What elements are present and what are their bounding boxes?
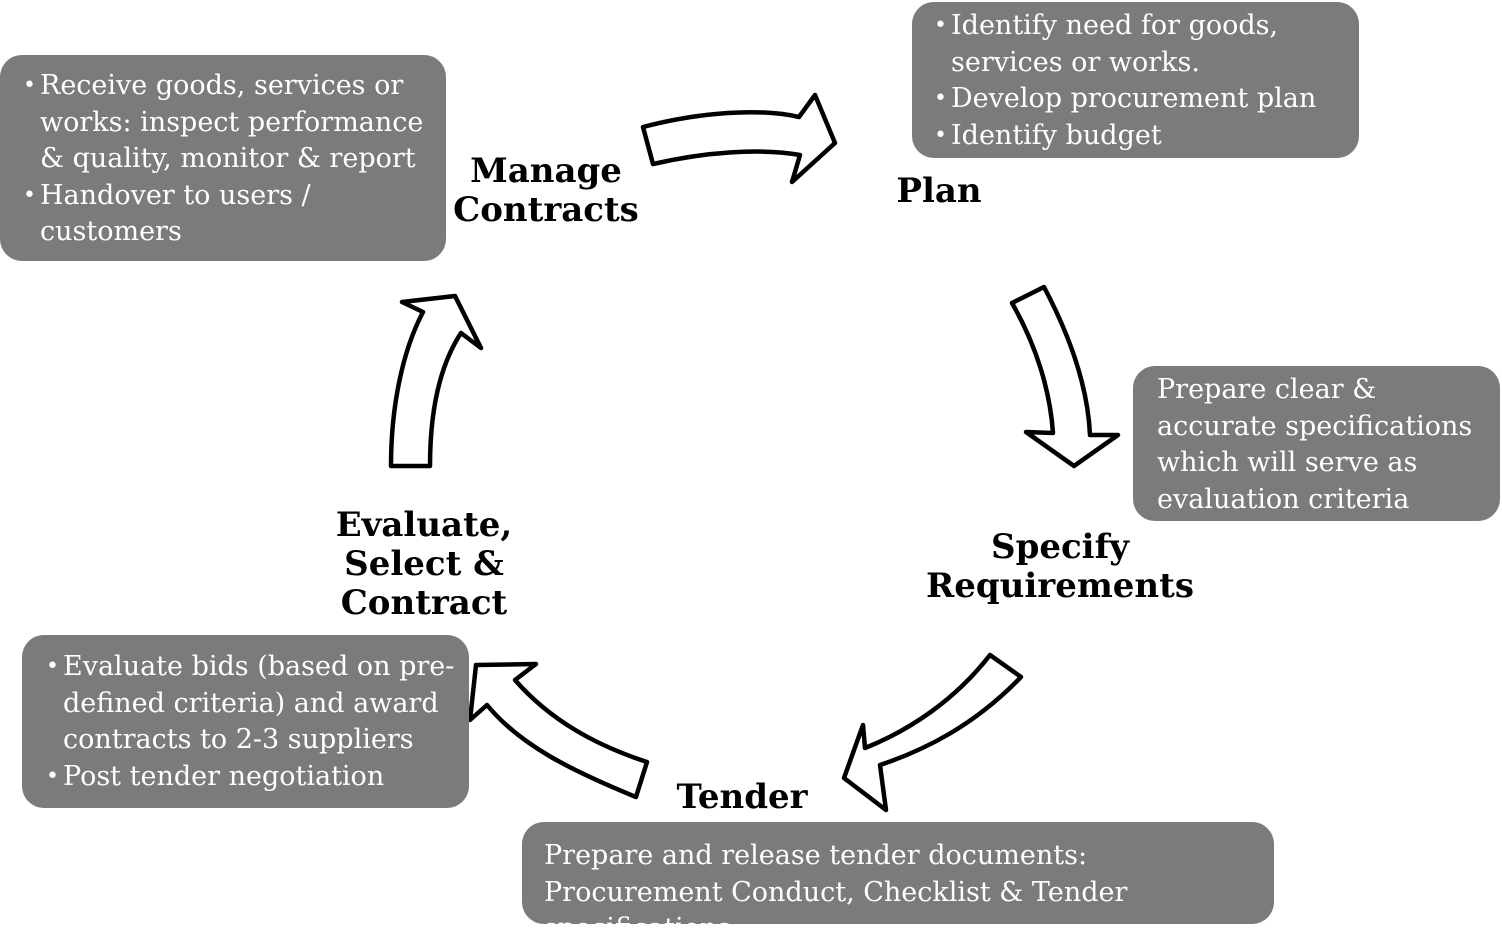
stage-label-line: Select & (344, 544, 504, 584)
stage-label-plan: Plan (884, 172, 994, 211)
stage-label-specify-requirements: Specify Requirements (910, 528, 1210, 606)
stage-label-evaluate-select-contract: Evaluate, Select & Contract (314, 506, 534, 623)
specify-description-box: Prepare clear & accurate specifications … (1133, 366, 1500, 521)
stage-label-line: Plan (896, 171, 982, 211)
arrow-evaluate-to-manage (388, 293, 484, 469)
stage-label-line: Contracts (453, 190, 639, 230)
specify-description-text: Prepare clear & accurate specifications … (1157, 374, 1473, 515)
evaluate-bullet-item: Post tender negotiation (46, 759, 459, 796)
stage-label-manage-contracts: Manage Contracts (440, 152, 652, 230)
manage-bullet-list: Receive goods, services or works: inspec… (23, 68, 436, 251)
plan-bullet-item: Identify budget (934, 118, 1349, 155)
tender-description-text: Prepare and release tender documents: Pr… (544, 840, 1128, 944)
plan-bullet-list: Identify need for goods, services or wor… (934, 8, 1349, 154)
plan-description-box: Identify need for goods, services or wor… (912, 2, 1359, 158)
manage-bullet-item: Receive goods, services or works: inspec… (23, 68, 436, 178)
stage-label-line: Evaluate, (335, 505, 513, 545)
stage-label-tender: Tender (662, 778, 822, 817)
cycle-arrows (388, 92, 1121, 813)
arrow-tender-to-evaluate (467, 661, 650, 800)
arrow-plan-to-specify (1009, 284, 1121, 469)
tender-description-box: Prepare and release tender documents: Pr… (522, 822, 1274, 944)
stage-label-line: Contract (340, 583, 508, 623)
plan-bullet-item: Develop procurement plan (934, 81, 1349, 118)
arrow-manage-to-plan (640, 92, 838, 185)
evaluate-description-box: Evaluate bids (based on pre-defined crit… (22, 635, 469, 808)
manage-bullet-item: Handover to users / customers (23, 178, 436, 251)
stage-label-line: Tender (676, 777, 808, 817)
evaluate-bullet-item: Evaluate bids (based on pre-defined crit… (46, 649, 459, 759)
manage-description-box: Receive goods, services or works: inspec… (0, 55, 446, 261)
stage-label-line: Manage (470, 151, 622, 191)
stage-label-line: Specify (991, 527, 1129, 567)
plan-bullet-item: Identify need for goods, services or wor… (934, 8, 1349, 81)
stage-label-line: Requirements (925, 566, 1194, 606)
evaluate-bullet-list: Evaluate bids (based on pre-defined crit… (46, 649, 459, 795)
arrow-specify-to-tender (841, 652, 1024, 813)
